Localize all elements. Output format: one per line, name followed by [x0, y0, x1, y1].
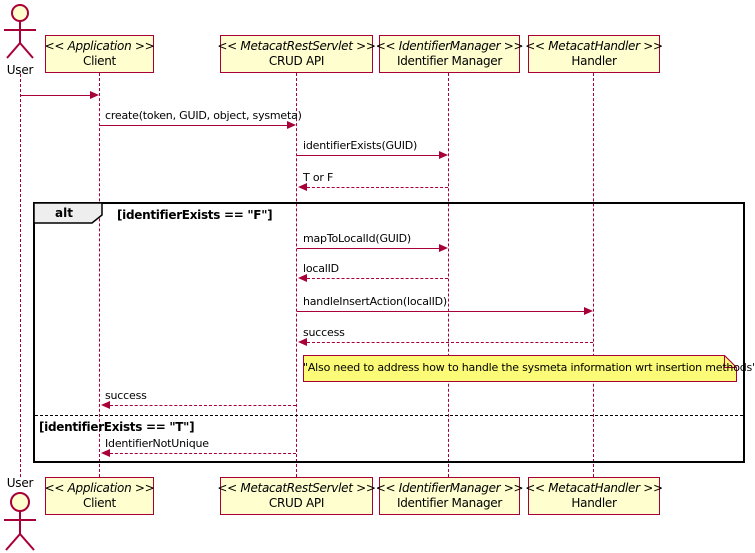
alt-guard-else: [identifierExists == "T"]: [39, 420, 195, 434]
lifeline-crud-api: [296, 73, 297, 477]
lifeline-client: [99, 73, 100, 477]
participant-name: Client: [83, 54, 116, 68]
participant-name: Identifier Manager: [396, 496, 503, 510]
arrowhead-left-icon: [101, 449, 110, 457]
actor-user-top: User: [0, 2, 42, 77]
message-label: identifierExists(GUID): [303, 139, 418, 152]
participant-stereotype: << MetacatHandler >>: [525, 39, 663, 53]
participant-stereotype: << MetacatHandler >>: [525, 481, 663, 495]
participant-identifier-manager-top: << IdentifierManager >> Identifier Manag…: [376, 35, 524, 73]
message-label: handleInsertAction(localID): [303, 295, 448, 308]
message-line: [100, 125, 287, 126]
alt-operator-label: alt: [55, 206, 73, 220]
participant-stereotype: << IdentifierManager >>: [375, 481, 524, 495]
arrowhead-right-icon: [90, 91, 99, 99]
participant-crud-api-top: << MetacatRestServlet >> CRUD API: [217, 35, 376, 73]
note-sysmeta: "Also need to address how to handle the …: [303, 354, 755, 382]
message-line: [21, 95, 91, 96]
participant-stereotype: << MetacatRestServlet >>: [217, 481, 376, 495]
message-label: T or F: [303, 171, 334, 184]
lifeline-user: [20, 74, 21, 477]
message-label: success: [303, 326, 345, 339]
participant-handler-bottom: << MetacatHandler >> Handler: [525, 477, 663, 515]
participant-handler-top: << MetacatHandler >> Handler: [525, 35, 663, 73]
actor-label: User: [6, 63, 34, 77]
arrowhead-right-icon: [439, 244, 448, 252]
note-text: "Also need to address how to handle the …: [303, 361, 755, 374]
arrowhead-right-icon: [439, 151, 448, 159]
message-line: [297, 311, 584, 312]
lifeline-identifier-manager: [448, 73, 449, 477]
participant-name: Handler: [571, 496, 617, 510]
participant-name: CRUD API: [268, 496, 325, 510]
arrowhead-left-icon: [298, 183, 307, 191]
message-line: [297, 155, 439, 156]
message-line: [307, 278, 448, 279]
message-line: [307, 342, 593, 343]
alt-else-divider: [35, 415, 743, 416]
participant-name: Handler: [571, 54, 617, 68]
arrowhead-left-icon: [298, 274, 307, 282]
arrowhead-right-icon: [584, 307, 593, 315]
stick-figure-icon: [4, 492, 36, 551]
participant-stereotype: << IdentifierManager >>: [375, 39, 524, 53]
lifeline-handler: [593, 73, 594, 477]
arrowhead-left-icon: [101, 401, 110, 409]
participant-name: Identifier Manager: [396, 54, 503, 68]
alt-operator-pentagon: [33, 202, 103, 224]
participant-stereotype: << Application >>: [44, 39, 155, 53]
participant-client-bottom: << Application >> Client: [44, 477, 155, 515]
participant-crud-api-bottom: << MetacatRestServlet >> CRUD API: [217, 477, 376, 515]
arrowhead-left-icon: [298, 338, 307, 346]
actor-label: User: [6, 476, 34, 490]
note-shape: [303, 354, 738, 382]
participant-client-top: << Application >> Client: [44, 35, 155, 73]
actor-user-bottom: User: [0, 477, 42, 553]
message-label: localID: [303, 262, 339, 275]
participant-name: Client: [83, 496, 116, 510]
participant-name: CRUD API: [268, 54, 325, 68]
message-label: success: [105, 389, 147, 402]
participant-stereotype: << Application >>: [44, 481, 155, 495]
message-line: [110, 405, 296, 406]
message-label: IdentifierNotUnique: [105, 437, 209, 450]
message-line: [110, 453, 296, 454]
message-label: create(token, GUID, object, sysmeta): [105, 109, 302, 122]
message-label: mapToLocalId(GUID): [303, 232, 412, 245]
arrowhead-right-icon: [287, 121, 296, 129]
participant-stereotype: << MetacatRestServlet >>: [217, 39, 376, 53]
participant-identifier-manager-bottom: << IdentifierManager >> Identifier Manag…: [376, 477, 524, 515]
message-line: [307, 187, 448, 188]
alt-fragment-frame: alt [identifierExists == "F"] [identifie…: [33, 202, 745, 463]
stick-figure-icon: [4, 4, 36, 59]
alt-guard-if: [identifierExists == "F"]: [117, 208, 273, 222]
message-line: [297, 248, 439, 249]
